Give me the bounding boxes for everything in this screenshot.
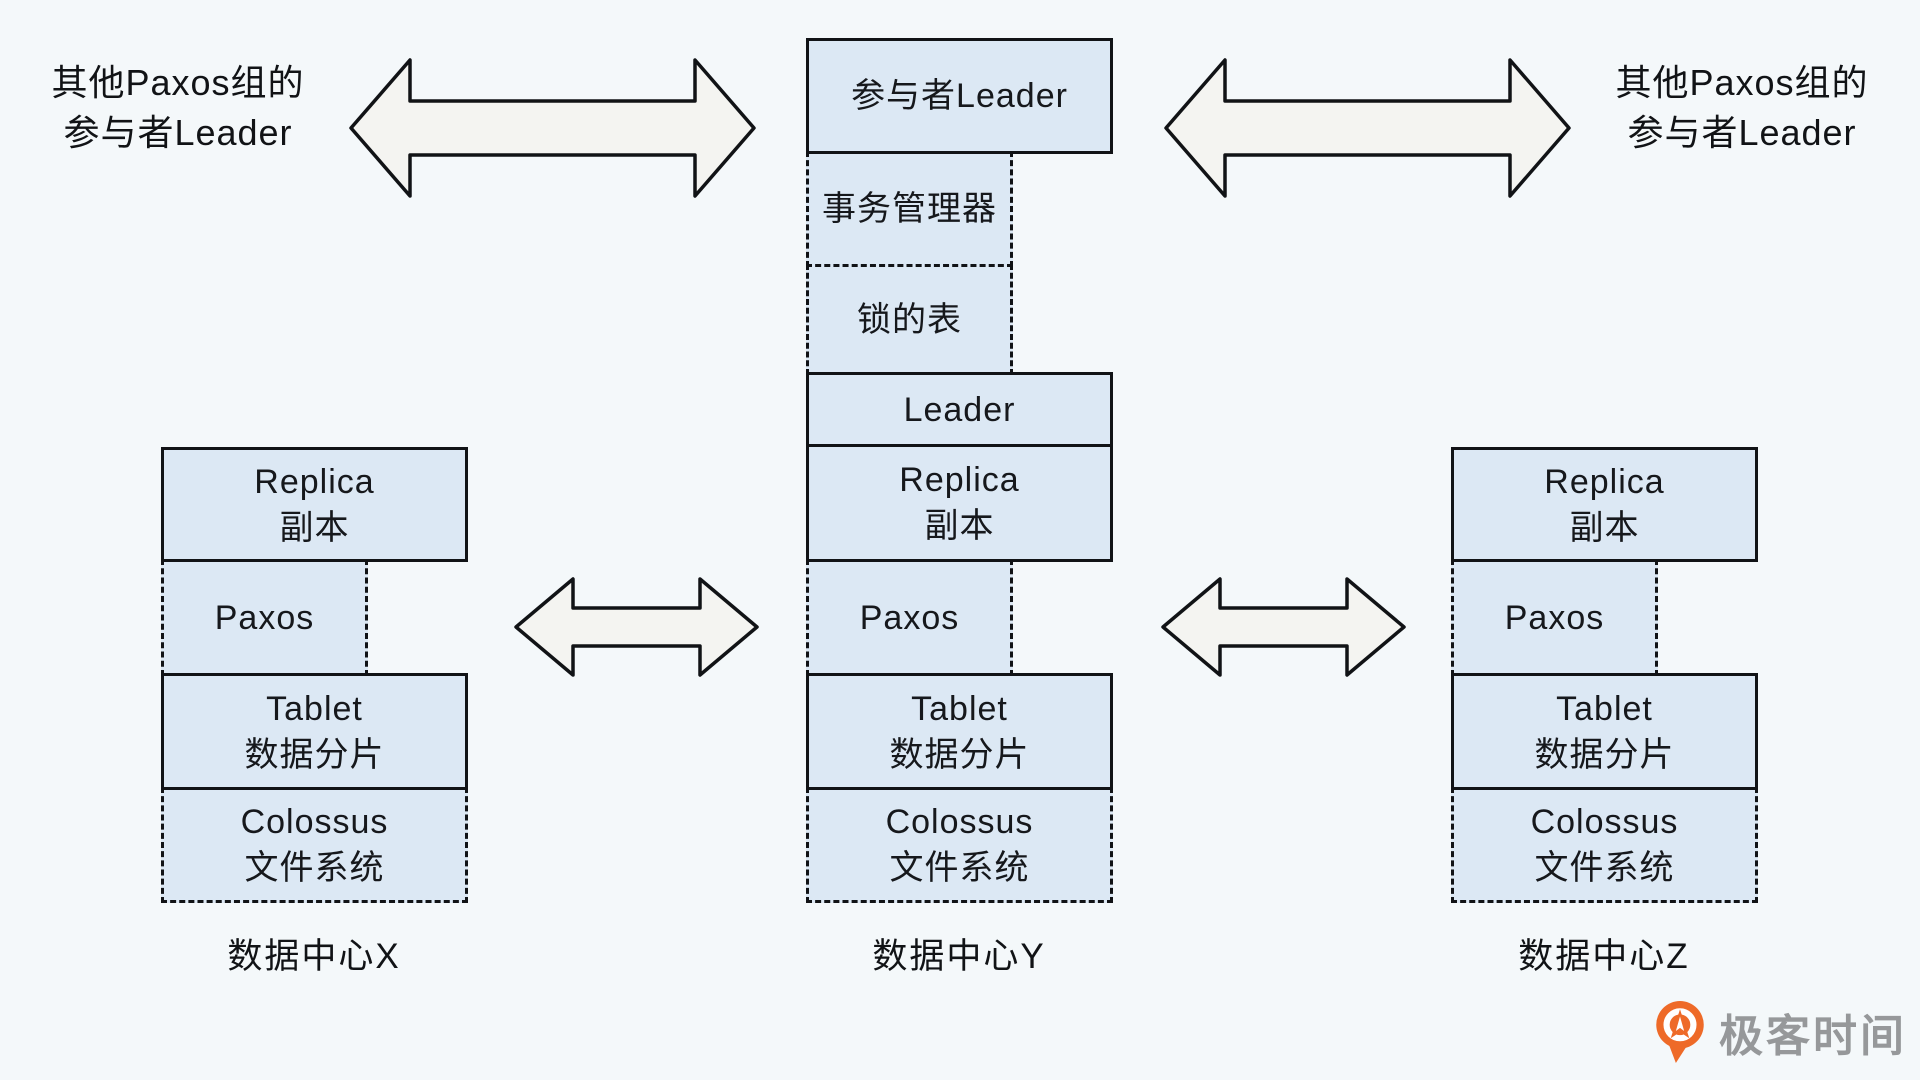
box-line: 副本: [924, 507, 995, 545]
box-line: 副本: [1569, 508, 1640, 547]
box-line: 文件系统: [889, 849, 1030, 887]
label-line: 其他Paxos组的: [51, 62, 305, 103]
geektime-logo-icon: [1656, 1001, 1704, 1063]
box-line: Tablet: [266, 689, 363, 728]
box-line: 参与者Leader: [851, 77, 1068, 115]
box-line: Replica: [254, 462, 375, 501]
box-tablet-z: Tablet 数据分片: [1451, 673, 1758, 790]
box-line: 数据分片: [889, 735, 1030, 774]
other-paxos-label-left: 其他Paxos组的 参与者Leader: [33, 58, 323, 158]
double-arrow-mid-left-icon: [514, 577, 759, 677]
box-line: Colossus: [240, 803, 389, 841]
box-colossus-y: Colossus 文件系统: [806, 787, 1113, 903]
geektime-logo: 极客时间: [1655, 1000, 1907, 1064]
datacenter-y-label: 数据中心Y: [872, 937, 1046, 976]
box-line: Tablet: [1556, 689, 1653, 728]
box-line: 事务管理器: [822, 190, 997, 228]
box-transaction-manager-y: 事务管理器: [806, 151, 1013, 267]
box-paxos-z: Paxos: [1451, 559, 1658, 676]
box-lock-table-y: 锁的表: [806, 264, 1013, 375]
datacenter-x-label: 数据中心X: [227, 937, 401, 976]
box-line: Paxos: [1504, 598, 1605, 637]
box-line: Paxos: [214, 598, 315, 637]
box-line: Leader: [903, 390, 1016, 429]
datacenter-z-label: 数据中心Z: [1518, 937, 1690, 976]
box-colossus-x: Colossus 文件系统: [161, 787, 468, 903]
box-line: Replica: [1544, 462, 1665, 501]
box-line: 文件系统: [1534, 849, 1675, 887]
label-line: 其他Paxos组的: [1615, 62, 1869, 103]
other-paxos-label-right: 其他Paxos组的 参与者Leader: [1597, 58, 1887, 158]
box-leader-y: Leader: [806, 372, 1113, 447]
box-paxos-y: Paxos: [806, 559, 1013, 676]
double-arrow-top-left-icon: [349, 58, 756, 198]
box-line: 锁的表: [857, 300, 962, 339]
box-line: Colossus: [1530, 803, 1679, 841]
box-paxos-x: Paxos: [161, 559, 368, 676]
label-line: 参与者Leader: [1627, 112, 1857, 153]
box-line: 数据分片: [244, 735, 385, 774]
box-tablet-x: Tablet 数据分片: [161, 673, 468, 790]
box-line: Colossus: [885, 803, 1034, 841]
box-line: Paxos: [859, 598, 960, 637]
double-arrow-mid-right-icon: [1161, 577, 1406, 677]
box-line: Tablet: [911, 689, 1008, 728]
box-line: 文件系统: [244, 849, 385, 887]
geektime-logo-text: 极客时间: [1719, 1012, 1907, 1061]
box-line: 副本: [279, 508, 350, 547]
box-participant-leader-y: 参与者Leader: [806, 38, 1113, 154]
box-line: 数据分片: [1534, 735, 1675, 774]
box-replica-z: Replica 副本: [1451, 447, 1758, 562]
double-arrow-top-right-icon: [1164, 58, 1571, 198]
box-replica-x: Replica 副本: [161, 447, 468, 562]
box-colossus-z: Colossus 文件系统: [1451, 787, 1758, 903]
box-replica-y: Replica 副本: [806, 444, 1113, 562]
box-line: Replica: [899, 461, 1020, 499]
box-tablet-y: Tablet 数据分片: [806, 673, 1113, 790]
label-line: 参与者Leader: [63, 112, 293, 153]
